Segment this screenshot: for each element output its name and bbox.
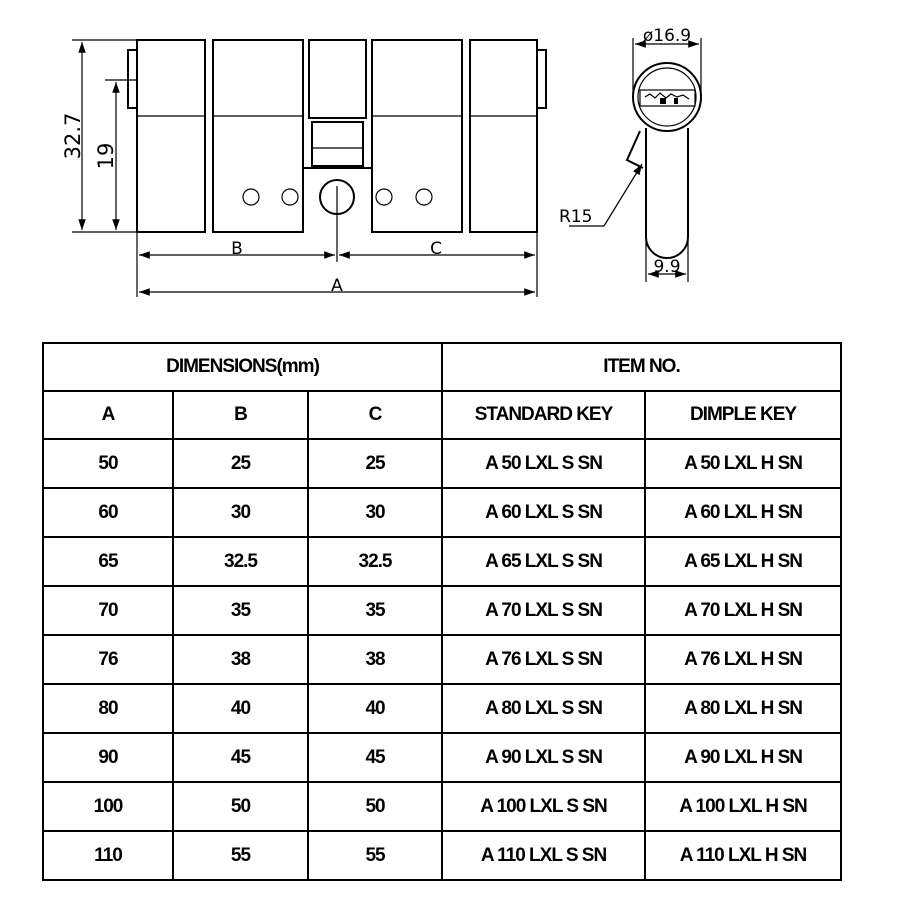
column-header-dimple-key: DIMPLE KEY [644,390,843,440]
dim-b-label: B [231,239,243,259]
cell-a: 50 [42,438,174,489]
item-no-header: ITEM NO. [441,342,843,392]
cell-b: 50 [172,781,309,832]
column-header-a: A [42,390,174,440]
height-dimensions: 32.7 19 [61,39,137,233]
cell-standard-key: A 70 LXL S SN [441,585,647,636]
cell-a: 90 [42,732,174,783]
cell-c: 32.5 [306,536,444,587]
cell-dimple-key: A 70 LXL H SN [644,585,843,636]
cell-dimple-key: A 100 LXL H SN [644,781,843,832]
radius-label: R15 [559,207,592,227]
cell-a: 110 [42,830,174,881]
cell-standard-key: A 50 LXL S SN [441,438,647,489]
column-header-c: C [306,390,444,440]
side-view: ø16.9 R15 9.9 [559,26,702,282]
diameter-label: ø16.9 [643,26,691,46]
cell-standard-key: A 76 LXL S SN [441,634,647,685]
column-header-b: B [172,390,309,440]
column-header-standard-key: STANDARD KEY [441,390,647,440]
cell-b: 32.5 [172,536,309,587]
cell-c: 30 [306,487,444,538]
cell-c: 25 [306,438,444,489]
cell-dimple-key: A 76 LXL H SN [644,634,843,685]
cell-c: 50 [306,781,444,832]
cell-standard-key: A 60 LXL S SN [441,487,647,538]
cell-b: 55 [172,830,309,881]
cell-c: 35 [306,585,444,636]
cell-b: 40 [172,683,309,734]
cell-a: 100 [42,781,174,832]
cylinder-drawing: 32.7 19 B C A ø16.9 R15 [61,26,702,297]
dim-a-label: A [331,276,343,296]
cell-b: 35 [172,585,309,636]
height-axis-label: 19 [94,143,118,170]
cell-standard-key: A 80 LXL S SN [441,683,647,734]
cell-dimple-key: A 65 LXL H SN [644,536,843,587]
column-header-row: A B C STANDARD KEY DIMPLE KEY [42,390,843,440]
cell-b: 25 [172,438,309,489]
cell-b: 38 [172,634,309,685]
cell-a: 70 [42,585,174,636]
cell-standard-key: A 110 LXL S SN [441,830,647,881]
width-bottom-label: 9.9 [653,257,680,277]
cell-c: 38 [306,634,444,685]
cell-c: 45 [306,732,444,783]
length-dimensions: B C A [136,214,538,297]
cell-b: 30 [172,487,309,538]
cell-b: 45 [172,732,309,783]
dimensions-table: DIMENSIONS(mm) ITEM NO. A B C STANDARD K… [41,342,843,881]
cell-dimple-key: A 90 LXL H SN [644,732,843,783]
cell-a: 60 [42,487,174,538]
cell-a: 80 [42,683,174,734]
cell-standard-key: A 65 LXL S SN [441,536,647,587]
dimensions-header: DIMENSIONS(mm) [41,342,444,392]
cell-standard-key: A 100 LXL S SN [441,781,647,832]
cell-dimple-key: A 110 LXL H SN [644,830,843,881]
cell-c: 40 [306,683,444,734]
front-view [127,39,547,233]
cell-standard-key: A 90 LXL S SN [441,732,647,783]
cell-a: 76 [42,634,174,685]
cell-a: 65 [42,536,174,587]
dim-c-label: C [430,239,442,259]
cell-dimple-key: A 50 LXL H SN [644,438,843,489]
cell-c: 55 [306,830,444,881]
pin-holes [242,179,433,215]
height-total-label: 32.7 [61,113,85,160]
cell-dimple-key: A 60 LXL H SN [644,487,843,538]
group-header-row: DIMENSIONS(mm) ITEM NO. [41,342,843,392]
cell-dimple-key: A 80 LXL H SN [644,683,843,734]
